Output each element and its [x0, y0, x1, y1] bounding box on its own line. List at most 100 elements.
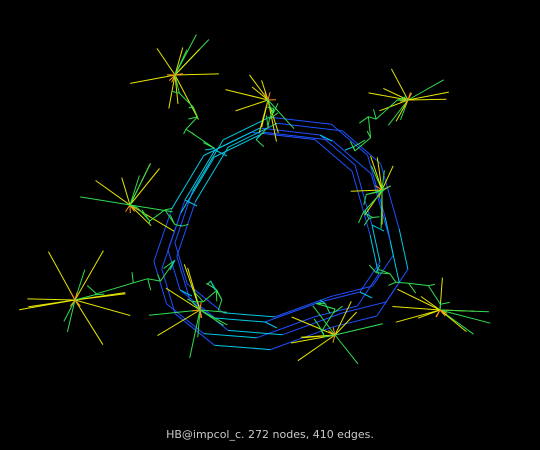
mesh-edge [363, 194, 367, 206]
mesh-edge [395, 281, 409, 284]
mesh-edge [388, 281, 397, 286]
ring-edge [167, 249, 181, 291]
mesh-edge [267, 106, 274, 109]
ring-edge [277, 122, 343, 132]
ring-edge [194, 147, 229, 203]
ring-connector-edge [184, 199, 198, 207]
ring-edge [203, 333, 257, 339]
mesh-edge [185, 116, 198, 130]
ring-edge [371, 224, 381, 263]
ring-edge [174, 313, 215, 346]
spoke-edge [395, 309, 441, 323]
spoke-edge [129, 204, 152, 227]
mesh-edge [408, 282, 417, 294]
mesh-edge [313, 318, 323, 331]
mesh-edge [428, 283, 436, 287]
spoke-edge [297, 334, 336, 362]
spoke-edge [95, 180, 131, 206]
spoke-edge [174, 47, 184, 76]
ring-edge [372, 254, 394, 287]
mesh-edge [408, 282, 429, 287]
ring-edge [331, 139, 372, 175]
spoke-edge [334, 334, 359, 365]
hub-edge [74, 299, 81, 307]
spoke-edge [334, 323, 384, 336]
mesh-edge [187, 298, 193, 303]
spoke-edge [407, 91, 449, 101]
spoke-edge [368, 92, 409, 101]
spoke-edge [157, 309, 201, 337]
mesh-edge [202, 290, 217, 303]
spoke-edge [74, 292, 126, 301]
hub-edge [332, 334, 336, 343]
mesh-edge [96, 282, 134, 295]
spoke-edge [47, 251, 76, 301]
mesh-edge [265, 115, 269, 128]
mesh-edge [373, 109, 377, 120]
mesh-edge [169, 260, 176, 271]
hub-edge [439, 309, 446, 317]
ring-edge [214, 344, 271, 351]
mesh-edge [321, 330, 325, 337]
hub-edge [404, 99, 409, 108]
ring-edge [351, 171, 371, 236]
spoke-edge [80, 196, 131, 206]
ring-edge [161, 212, 182, 270]
spoke-edge [397, 288, 441, 311]
mesh-edge [174, 74, 180, 94]
spoke-edge [74, 299, 131, 316]
spoke-edge [387, 99, 409, 126]
mesh-edge [366, 130, 372, 139]
hub-edge [174, 73, 183, 76]
spoke-edge [420, 296, 441, 311]
ring-edge [369, 234, 380, 275]
mesh-edge [354, 137, 371, 152]
spoke-edge [121, 177, 131, 206]
spoke-edge [350, 189, 383, 192]
spoke-edge [174, 74, 179, 104]
hub-edge [168, 74, 176, 81]
ring-edge [270, 326, 333, 351]
spoke-edge [199, 309, 224, 326]
ring-edge [227, 122, 278, 148]
spoke-edge [251, 86, 269, 101]
mesh-edge [375, 99, 398, 120]
spoke-edge [267, 99, 277, 142]
spoke-edge [392, 306, 441, 311]
ring-edge [331, 285, 373, 297]
mesh-edge [332, 308, 336, 314]
ring-edge [171, 155, 205, 209]
hub-edge [267, 92, 271, 101]
spoke-edge [312, 305, 336, 336]
spoke-edge [189, 309, 201, 359]
spoke-edge [291, 316, 336, 336]
spoke-edge [63, 299, 76, 322]
spoke-edge [28, 299, 76, 308]
ring-edge [314, 139, 353, 172]
mesh-edge [268, 108, 275, 120]
mesh-edge [353, 146, 356, 152]
mesh-edge [181, 223, 189, 227]
mesh-edge [389, 273, 397, 283]
mesh-edge [439, 304, 441, 311]
spoke-edge [407, 79, 445, 101]
ring-edge [203, 131, 252, 156]
hub-edge [332, 327, 336, 336]
hub-edge [129, 204, 135, 212]
mesh-edge [191, 301, 201, 311]
ring-edge [176, 201, 196, 257]
spoke-edge [376, 157, 383, 191]
spoke-edge [199, 309, 227, 313]
hub-edge [375, 185, 383, 191]
spoke-edge [439, 309, 489, 313]
spoke-edge [235, 99, 269, 112]
mesh-edge [191, 132, 195, 136]
mesh-edge [204, 148, 215, 151]
hub-edge [407, 92, 411, 101]
spoke-edge [183, 264, 201, 311]
mesh-edge [368, 116, 377, 120]
ring-connector-edge [264, 321, 278, 329]
ring-edge [174, 242, 188, 285]
mesh-edge [127, 203, 139, 209]
mesh-edge [332, 305, 343, 314]
